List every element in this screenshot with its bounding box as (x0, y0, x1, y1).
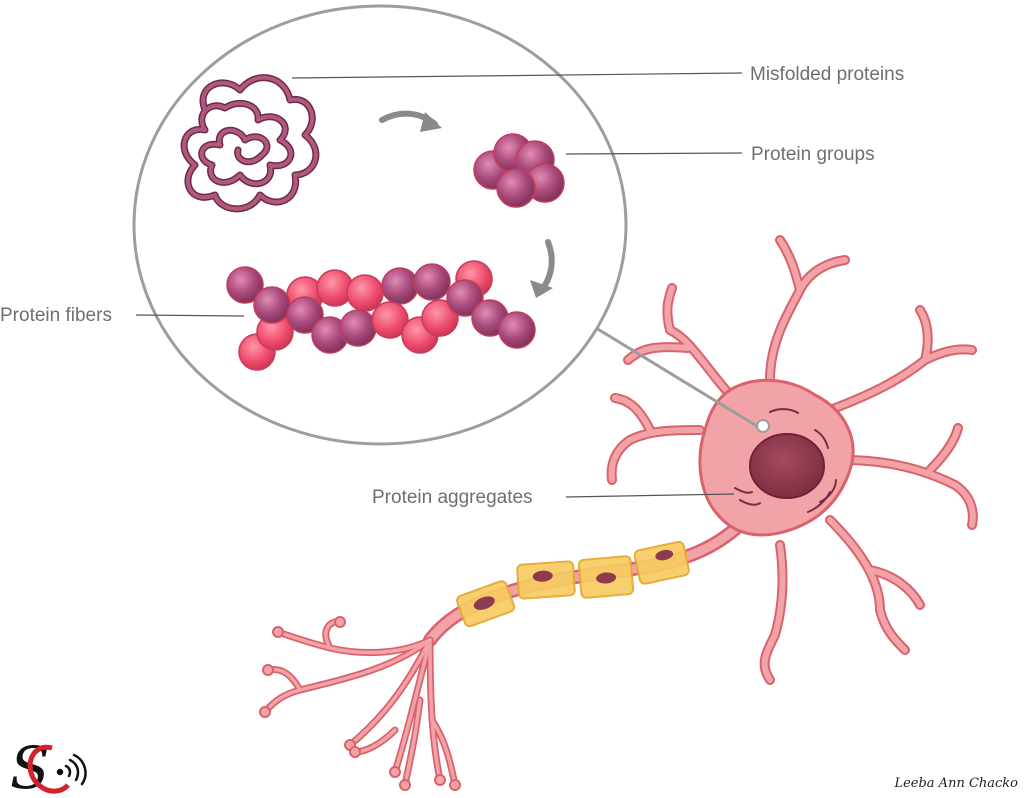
myelin-sheath (456, 580, 516, 628)
curved-arrow-icon (530, 239, 555, 298)
aggregate-marks (734, 408, 837, 513)
myelin-sheaths (456, 540, 690, 628)
protein-fiber (226, 260, 536, 371)
leader-misfolded (291, 72, 743, 79)
misfolded-tangle (180, 74, 320, 213)
myelin-sheath (516, 560, 576, 600)
label-protein-aggregates: Protein aggregates (372, 487, 533, 508)
author-credit: Leeba Ann Chacko (894, 776, 1018, 791)
leader-groups (565, 152, 743, 155)
logo: S (10, 734, 87, 798)
wifi-signal-icon (56, 753, 87, 786)
axon-terminals (259, 616, 461, 791)
label-misfolded-proteins: Misfolded proteins (750, 64, 905, 85)
soma-dendrites (606, 235, 978, 685)
leader-aggregates (565, 493, 735, 498)
leader-fibers (135, 314, 245, 317)
protein-group (473, 133, 565, 208)
myelin-sheath (577, 555, 635, 599)
curved-arrow-icon (379, 110, 442, 132)
label-protein-groups: Protein groups (751, 144, 875, 165)
magnifier (132, 4, 770, 446)
myelin-sheath (633, 540, 690, 585)
neuron (259, 235, 978, 791)
label-protein-fibers: Protein fibers (0, 305, 112, 326)
nucleus (749, 433, 825, 499)
leader-lines (135, 72, 743, 498)
magnifier-circle (132, 4, 628, 446)
magnifier-pointer (595, 326, 761, 430)
magnifier-target (756, 419, 770, 433)
